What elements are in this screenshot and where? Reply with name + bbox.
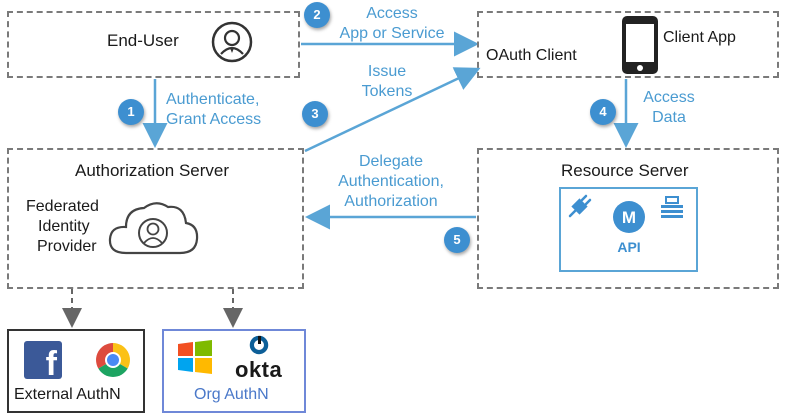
external-authn-label: External AuthN (14, 386, 121, 403)
step-2-line-1: Access (366, 5, 418, 22)
step-2-line-2: App or Service (339, 25, 445, 42)
api-panel (559, 187, 698, 272)
step-1-text: Authenticate, Grant Access (166, 90, 280, 130)
step-4-text: Access Data (636, 88, 702, 128)
end-user-box (7, 11, 300, 78)
step-badge-1: 1 (118, 99, 144, 125)
step-4-line-1: Access (643, 89, 695, 106)
end-user-label: End-User (107, 31, 179, 50)
step-3-text: Issue Tokens (352, 62, 422, 102)
facebook-icon: f (24, 341, 62, 379)
authorization-server-label: Authorization Server (75, 161, 230, 180)
federated-line-1: Federated (26, 198, 99, 215)
org-authn-box (162, 329, 306, 413)
server-icon (661, 196, 683, 218)
oauth-client-box (477, 11, 779, 78)
plug-icon (568, 194, 592, 218)
okta-logo: okta (235, 357, 283, 382)
oauth-client-label: OAuth Client (486, 47, 577, 64)
org-authn-label: Org AuthN (194, 386, 269, 403)
client-app-label: Client App (663, 29, 736, 46)
step-4-line-2: Data (652, 109, 686, 126)
step-5-line-1: Delegate (358, 153, 424, 170)
api-label: API (617, 239, 641, 255)
windows-icon (178, 340, 212, 374)
step-badge-5: 5 (444, 227, 470, 253)
step-badge-3: 3 (302, 101, 328, 127)
step-badge-2: 2 (304, 2, 330, 28)
step-badge-4: 4 (590, 99, 616, 125)
arrow-step-3 (304, 67, 481, 153)
resource-server-box (477, 148, 779, 289)
step-1-line-2: Grant Access (166, 111, 262, 128)
federated-line-3: Provider (37, 238, 97, 255)
svg-text:M: M (622, 208, 636, 227)
step-3-line-1: Issue (367, 63, 407, 80)
step-3-line-2: Tokens (361, 83, 413, 100)
okta-badge-icon (248, 334, 270, 356)
cloud-user-icon (108, 202, 199, 255)
step-5-line-3: Authorization (344, 193, 438, 210)
resource-server-label: Resource Server (561, 161, 689, 180)
chrome-icon (96, 343, 130, 377)
step-2-text: Access App or Service (324, 4, 460, 44)
mulesoft-logo: M (613, 201, 645, 233)
user-icon (211, 21, 253, 63)
external-authn-box (7, 329, 145, 413)
authorization-server-box (7, 148, 304, 289)
phone-icon (622, 16, 658, 74)
step-5-text: Delegate Authentication, Authorization (328, 152, 454, 212)
step-5-line-2: Authentication, (338, 173, 444, 190)
federated-line-2: Identity (38, 218, 90, 235)
step-1-line-1: Authenticate, (166, 91, 260, 108)
